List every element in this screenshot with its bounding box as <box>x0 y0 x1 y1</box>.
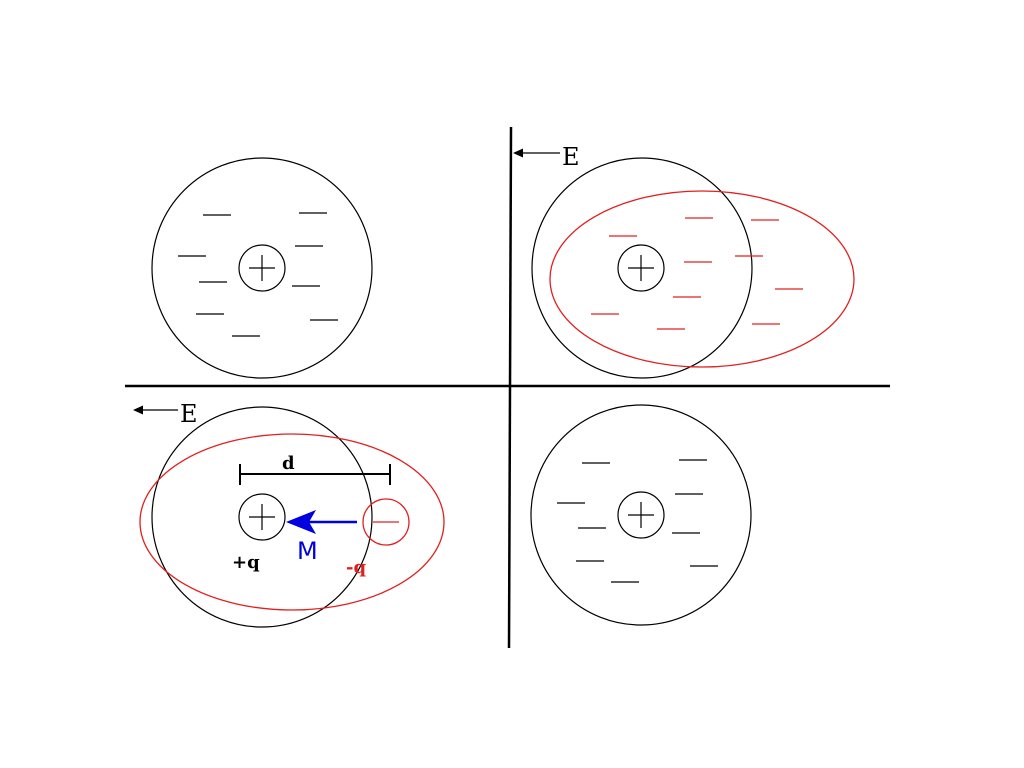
nucleus <box>617 491 665 539</box>
shifted-electron-cloud <box>139 433 445 611</box>
electron-cloud <box>530 404 752 626</box>
atom-dipole-bottom-left: E d M +q -q <box>133 400 445 628</box>
vertical-divider <box>507 126 513 649</box>
electron-marks <box>591 217 803 330</box>
positive-charge-label: +q <box>232 552 260 573</box>
field-arrow-head <box>513 148 523 158</box>
nucleus-plus-icon <box>249 255 275 281</box>
atom-unpolarized-bottom-right <box>530 404 752 626</box>
nucleus-plus-icon <box>628 255 654 281</box>
atom-unpolarized-top-left <box>151 157 373 379</box>
field-label: E <box>562 143 580 171</box>
negative-charge-label: -q <box>346 557 366 578</box>
atom-outline <box>151 406 373 628</box>
nucleus <box>617 244 665 292</box>
shifted-electron-cloud <box>549 190 855 368</box>
atom-outline <box>531 157 753 379</box>
distance-bracket <box>239 464 391 485</box>
field-label: E <box>180 400 198 428</box>
atom-polarized-top-right: E <box>513 143 855 379</box>
electron-marks <box>557 459 718 583</box>
negative-charge-center <box>362 498 410 546</box>
dipole-arrow-head <box>286 510 316 534</box>
moment-label: M <box>297 537 318 565</box>
electron-marks <box>178 212 338 337</box>
distance-label: d <box>282 453 295 474</box>
nucleus-plus-icon <box>628 502 654 528</box>
electron-cloud <box>151 157 373 379</box>
nucleus <box>238 244 286 292</box>
field-arrow-head <box>133 405 143 415</box>
nucleus <box>238 493 286 541</box>
nucleus-plus-icon <box>249 504 275 530</box>
